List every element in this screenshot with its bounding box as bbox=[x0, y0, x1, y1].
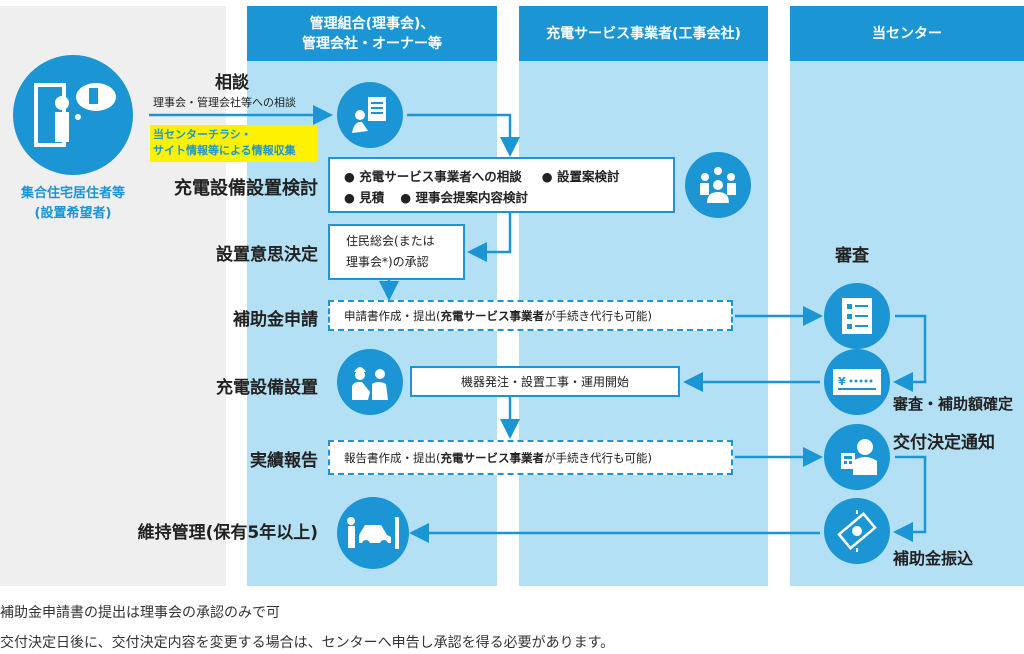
review-item: ● 充電サービス事業者への相談 bbox=[344, 169, 522, 184]
apply-text-bold: 充電サービス事業者 bbox=[440, 308, 545, 323]
review-box: ● 充電サービス事業者への相談 ● 設置案検討 ● 見積 ● 理事会提案内容検討 bbox=[328, 157, 675, 213]
svg-text:¥: ¥ bbox=[838, 375, 846, 388]
apply-text: 申請書作成・提出( bbox=[344, 308, 441, 323]
footnote-2: 交付決定日後に、交付決定内容を変更する場合は、センターへ申告し承認を得る必要があ… bbox=[0, 635, 615, 651]
footnote-1: 補助金申請書の提出は理事会の承認のみで可 bbox=[0, 605, 280, 621]
highlight-line: サイト情報等による情報収集 bbox=[153, 144, 296, 157]
header-center: 当センター bbox=[790, 6, 1024, 61]
install-box: 機器発注・設置工事・運用開始 bbox=[410, 366, 680, 397]
decision-line: 理事会*)の承認 bbox=[346, 255, 429, 269]
review-item: ● 理事会提案内容検討 bbox=[400, 190, 529, 205]
yen-check-icon: ¥ bbox=[824, 349, 890, 415]
checklist-icon bbox=[824, 283, 890, 349]
lane-service-provider bbox=[519, 6, 768, 586]
step-label-decision: 設置意思決定 bbox=[216, 245, 318, 265]
consult-title: 相談 bbox=[215, 73, 249, 93]
resident-label-line1: 集合住宅居住者等 bbox=[20, 186, 125, 201]
document-consult-icon bbox=[337, 82, 403, 148]
step-label-install: 充電設備設置 bbox=[216, 378, 318, 398]
header-service-provider: 充電サービス事業者(工事会社) bbox=[519, 6, 768, 61]
review-item: ● 見積 bbox=[344, 190, 385, 205]
step-label-review: 充電設備設置検討 bbox=[174, 178, 318, 199]
notify-label: 交付決定通知 bbox=[893, 433, 995, 453]
report-text: が手続き代行も可能) bbox=[544, 450, 652, 465]
decision-line: 住民総会(または bbox=[346, 234, 435, 248]
decision-box: 住民総会(または 理事会*)の承認 bbox=[328, 224, 465, 280]
header-management: 管理組合(理事会)、管理会社・オーナー等 bbox=[247, 6, 497, 61]
report-box: 報告書作成・提出(充電サービス事業者が手続き代行も可能) bbox=[328, 440, 733, 475]
resident-label: 集合住宅居住者等 (設置希望者) bbox=[0, 184, 146, 224]
money-payment-icon bbox=[824, 498, 890, 564]
header-line: 管理組合(理事会)、 bbox=[309, 15, 435, 32]
resident-icon bbox=[13, 55, 133, 175]
highlight-line: 当センターチラシ・ bbox=[153, 128, 252, 141]
header-line: 管理会社・オーナー等 bbox=[302, 35, 442, 52]
report-text-bold: 充電サービス事業者 bbox=[440, 450, 545, 465]
ev-charging-car-icon bbox=[337, 497, 409, 569]
notification-person-icon bbox=[824, 424, 890, 490]
review-item: ● 設置案検討 bbox=[541, 169, 620, 184]
installer-icon bbox=[337, 349, 403, 415]
report-text: 報告書作成・提出( bbox=[344, 450, 441, 465]
meeting-icon bbox=[685, 152, 751, 218]
step-label-apply: 補助金申請 bbox=[233, 310, 318, 330]
lane-center bbox=[790, 6, 1024, 586]
confirm-label: 審査・補助額確定 bbox=[893, 395, 1014, 413]
examine-label: 審査 bbox=[835, 246, 869, 266]
info-gathering-highlight: 当センターチラシ・ サイト情報等による情報収集 bbox=[150, 125, 317, 162]
payment-label: 補助金振込 bbox=[893, 549, 974, 568]
apply-box: 申請書作成・提出(充電サービス事業者が手続き代行も可能) bbox=[328, 300, 733, 331]
consult-subtitle: 理事会・管理会社等への相談 bbox=[153, 96, 296, 109]
step-label-report: 実績報告 bbox=[250, 451, 318, 471]
resident-label-line2: (設置希望者) bbox=[34, 206, 112, 221]
step-label-maintain: 維持管理(保有5年以上) bbox=[137, 523, 318, 543]
apply-text: が手続き代行も可能) bbox=[544, 308, 652, 323]
